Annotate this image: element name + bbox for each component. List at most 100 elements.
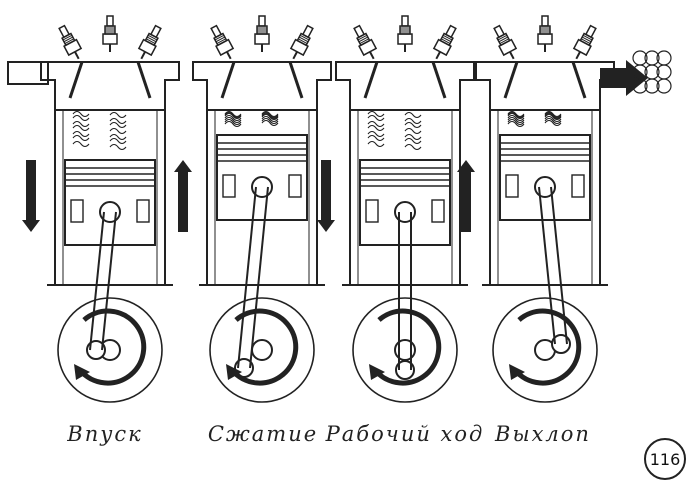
gas-swirl [507,111,525,119]
spark-plug [137,24,162,60]
crank-axle [251,339,273,361]
gas-swirl [367,130,385,138]
exhaust-valve [431,61,447,99]
arrow-down-icon [317,160,335,232]
gas-swirl [367,114,385,122]
piston [216,134,308,221]
gas-swirl [404,137,422,145]
spark-plug [102,15,118,52]
gas-swirl [367,134,385,142]
gas-swirl [261,113,279,121]
gas-swirl [224,120,242,128]
piston [359,159,451,246]
spark-plug [397,15,413,52]
gas-swirl [404,121,422,129]
cylinder-compression [174,15,332,403]
intake-valve [503,61,519,99]
gas-swirl [109,137,127,145]
gas-swirl [109,117,127,125]
spark-plug [353,24,378,60]
gas-swirl [404,111,422,119]
spark-plug [572,24,597,60]
exhaust-valve [288,61,304,99]
gas-swirl [72,120,90,128]
gas-swirl [507,112,525,120]
spark-plug [289,24,314,60]
rotation-arrow-icon [513,308,582,386]
gas-swirl [544,119,562,127]
crank-disc [352,297,458,403]
cylinder-head [40,61,180,111]
gas-swirl [507,114,525,122]
connecting-rod [538,186,556,345]
caption-power: Рабочий ход [325,422,485,446]
crank-pin [551,334,571,354]
gas-swirl [367,110,385,118]
arrow-up-icon [174,160,192,232]
gas-swirl [224,114,242,122]
connecting-rod [237,186,257,369]
spark-plug [254,15,270,52]
gas-swirl [404,117,422,125]
exhaust-valve [136,61,152,99]
intake-valve [363,61,379,99]
caption-exhaust: Выхлоп [495,422,591,446]
gas-swirl [367,140,385,148]
figure-number: 116 [644,438,686,480]
gas-swirl [72,114,90,122]
gas-swirl [109,133,127,141]
spark-plug [537,15,553,52]
cylinder-head [335,61,475,111]
spark-plug [58,24,83,60]
crank-disc [492,297,598,403]
crank-disc [57,297,163,403]
caption-intake: Впуск [67,422,143,446]
gas-swirl [261,117,279,125]
gas-swirl [261,110,279,118]
caption-compression: Сжатие [207,422,319,446]
piston [64,159,156,246]
gas-swirl [72,134,90,142]
gas-swirl [224,111,242,119]
gas-swirl [544,113,562,121]
gas-swirl [261,112,279,120]
intake-port [7,61,49,85]
crank-pin [86,340,106,360]
gas-swirl [72,130,90,138]
gas-swirl [367,120,385,128]
gas-swirl [261,119,279,127]
gas-swirl [72,140,90,148]
crank-disc [209,297,315,403]
gas-swirl [109,121,127,129]
gas-swirl [224,116,242,124]
gas-swirl [507,116,525,124]
gas-swirl [72,124,90,132]
gas-swirl [109,111,127,119]
gas-swirl [507,120,525,128]
exhaust-plume [600,50,672,96]
gas-swirl [109,127,127,135]
spark-plug [493,24,518,60]
gas-swirl [224,110,242,118]
rotation-arrow-icon [373,308,442,386]
gas-swirl [544,111,562,119]
gas-swirl [367,124,385,132]
piston [499,134,591,221]
arrow-down-icon [22,160,40,232]
spark-plug [210,24,235,60]
spark-plug [432,24,457,60]
cylinder-exhaust [457,15,615,403]
rotation-arrow-icon [230,308,299,386]
rotation-arrow-icon [78,308,147,386]
gas-swirl [404,133,422,141]
gas-swirl [109,143,127,151]
intake-valve [68,61,84,99]
exhaust-valve [571,61,587,99]
gas-swirl [72,110,90,118]
gas-swirl [261,115,279,123]
cylinder-head [192,61,332,111]
intake-valve [220,61,236,99]
cylinder-head [475,61,615,111]
gas-swirl [544,112,562,120]
